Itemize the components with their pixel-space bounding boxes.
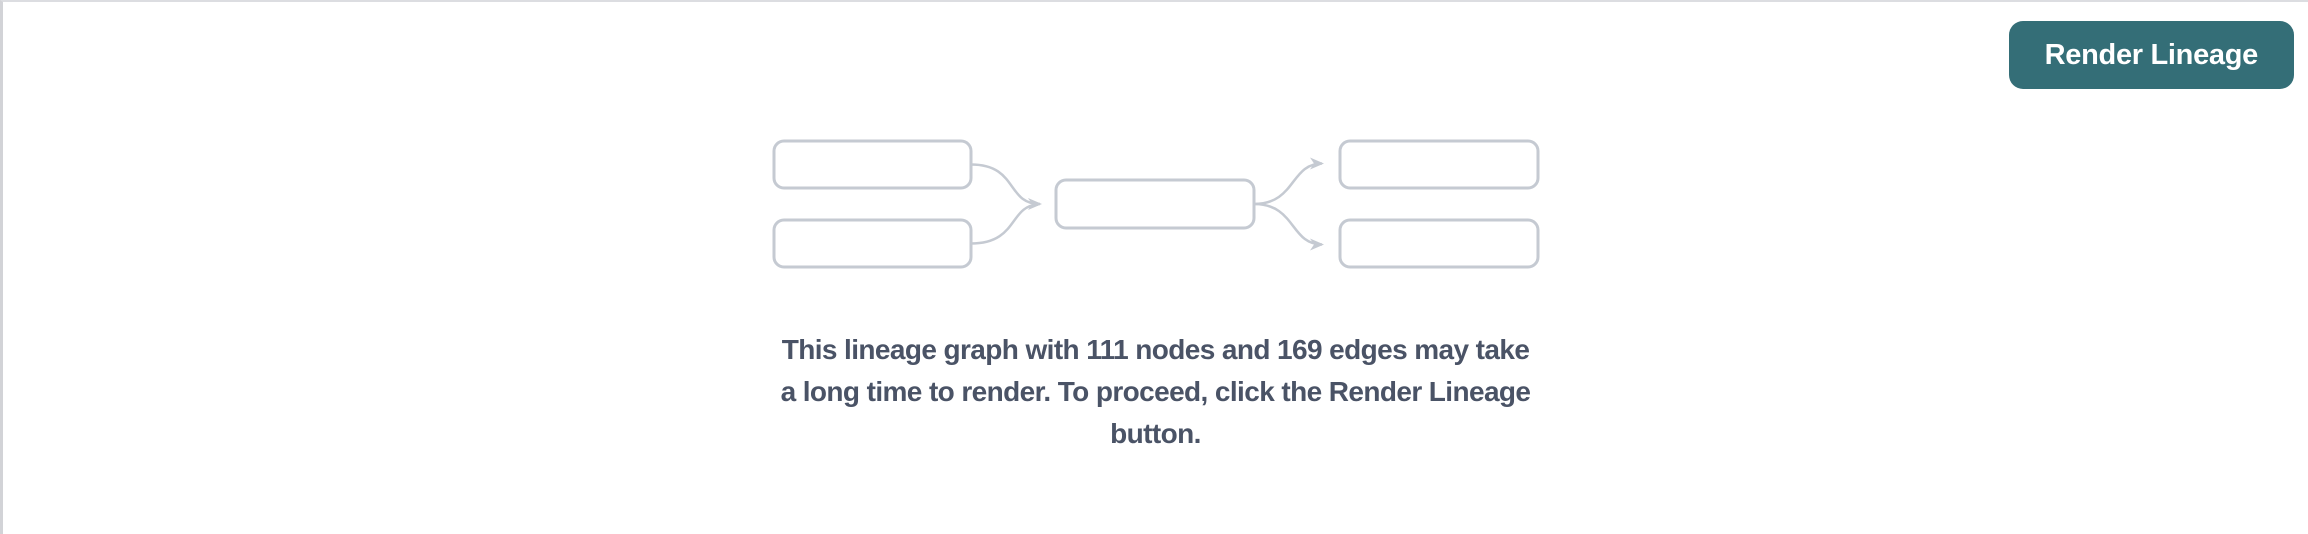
lineage-placeholder-svg xyxy=(772,139,1539,269)
warning-line-1: This lineage graph with 111 nodes and 16… xyxy=(781,334,1530,365)
placeholder-edge-arrow xyxy=(1253,157,1324,206)
placeholder-node xyxy=(1338,218,1539,269)
placeholder-edge-arrow xyxy=(1253,202,1324,251)
warning-line-2: a long time to render. To proceed, click… xyxy=(780,376,1531,407)
warning-line-3: button. xyxy=(1110,418,1201,449)
placeholder-node xyxy=(1054,178,1255,230)
lineage-placeholder-graphic xyxy=(766,133,1546,275)
placeholder-edge xyxy=(970,203,1038,245)
placeholder-node xyxy=(772,139,972,190)
placeholder-edge-arrow xyxy=(970,163,1042,210)
placeholder-edges xyxy=(970,157,1324,251)
placeholder-node xyxy=(772,218,972,269)
render-warning-message: This lineage graph with 111 nodes and 16… xyxy=(3,329,2308,455)
render-lineage-button[interactable]: Render Lineage xyxy=(2008,21,2294,89)
placeholder-nodes xyxy=(772,139,1539,269)
placeholder-content: This lineage graph with 111 nodes and 16… xyxy=(3,2,2308,455)
placeholder-node xyxy=(1338,139,1539,190)
